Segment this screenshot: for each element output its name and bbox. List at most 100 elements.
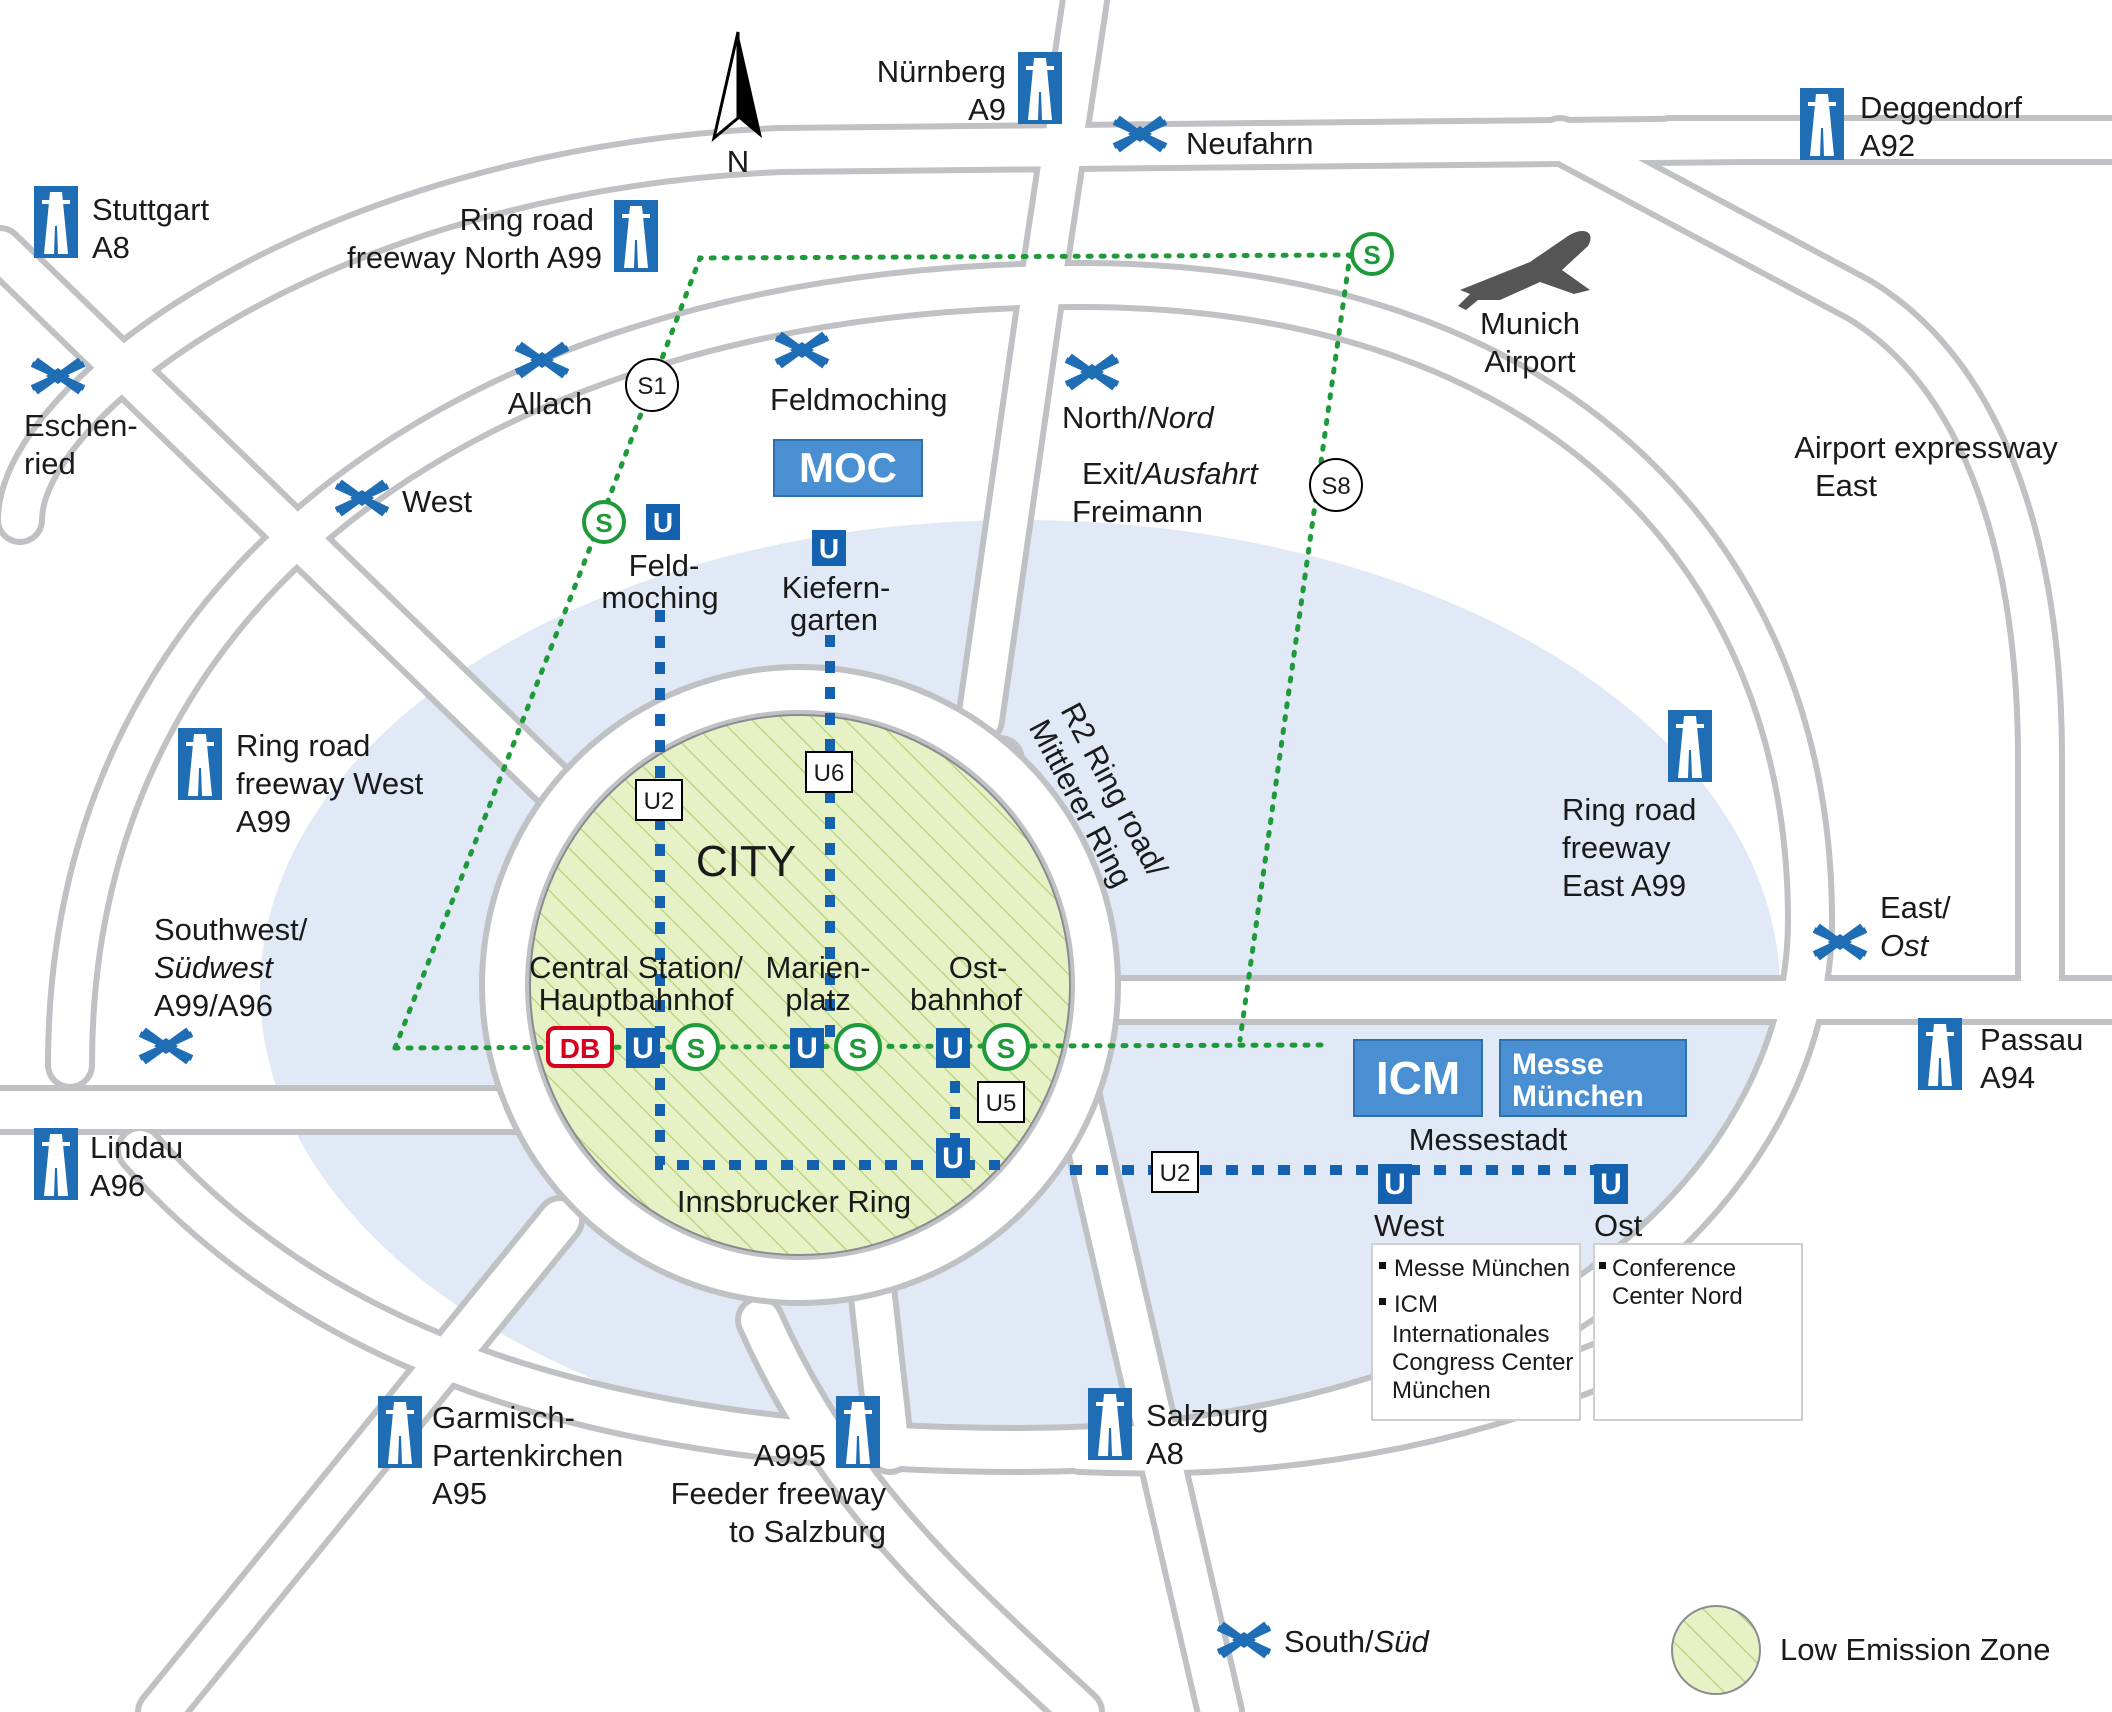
- kieferngarten-label: Kiefern-: [782, 570, 891, 605]
- airplane-icon: [1458, 231, 1591, 310]
- u-central-icon: U: [632, 1032, 654, 1065]
- svg-text:ICM: ICM: [1376, 1052, 1460, 1104]
- north-interchange-label: North/: [1062, 400, 1147, 435]
- southwest-label: Southwest/: [154, 912, 308, 947]
- ring-east-label: Ring road: [1562, 792, 1696, 827]
- north-arrow: N: [711, 31, 762, 179]
- u2-badge-east: U2: [1160, 1160, 1191, 1187]
- passau-label: Passau: [1980, 1022, 2083, 1057]
- motorway-sign-icon: [178, 728, 222, 800]
- deggendorf-label: Deggendorf: [1860, 90, 2022, 125]
- s8-badge: S8: [1321, 473, 1350, 500]
- svg-text:MOC: MOC: [799, 444, 897, 491]
- info-west-line3: Internationales: [1392, 1321, 1549, 1348]
- u-marienplatz-icon: U: [796, 1032, 818, 1065]
- u-ostbahnhof-icon: U: [942, 1032, 964, 1065]
- motorway-sign-icon: [1668, 710, 1712, 782]
- motorway-sign-icon: [1918, 1018, 1962, 1090]
- interchange-icon: [140, 1030, 192, 1062]
- ring-west-label: Ring road: [236, 728, 370, 763]
- messestadt-label: Messestadt: [1409, 1122, 1568, 1157]
- svg-text:North/Nord: North/Nord: [1062, 400, 1215, 435]
- interchange-icon: [1066, 356, 1118, 388]
- lindau-label: Lindau: [90, 1130, 183, 1165]
- s-central-icon: S: [687, 1033, 706, 1064]
- svg-text:Feld-moching: Feld-moching: [601, 548, 718, 615]
- line-badges: S1 S8 U2 U6 U5 U2: [625, 358, 1363, 1193]
- motorway-sign-icon: [614, 200, 658, 272]
- svg-text:East/Ost: East/Ost: [1880, 890, 1951, 963]
- db-icon: DB: [560, 1033, 600, 1064]
- motorway-sign-icon: [836, 1396, 880, 1468]
- ostbahnhof-label: Ost-: [949, 950, 1008, 985]
- s-airport-icon: S: [1363, 240, 1380, 270]
- motorway-sign-icon: [378, 1396, 422, 1468]
- info-ost-line1: Conference: [1612, 1255, 1736, 1282]
- interchanges: Neufahrn Eschen-ried Allach Feldmoching …: [24, 118, 1951, 1659]
- s1-badge: S1: [637, 373, 666, 400]
- u-kieferngarten-icon: U: [819, 533, 839, 564]
- messestadt-ost-label: Ost: [1594, 1208, 1643, 1243]
- moc-box: MOC: [773, 439, 923, 497]
- svg-text:Kiefern-garten: Kiefern-garten: [782, 570, 891, 637]
- feldmoching-interchange-label: Feldmoching: [770, 382, 947, 417]
- info-west-line2: ICM: [1394, 1291, 1438, 1318]
- info-boxes: Messe München ICM Internationales Congre…: [1371, 1243, 1803, 1421]
- stuttgart-label: Stuttgart: [92, 192, 210, 227]
- u6-badge: U6: [814, 760, 845, 787]
- marienplatz-label: Marien-: [765, 950, 870, 985]
- interchange-icon: [32, 360, 84, 392]
- a995-label: A995: [754, 1438, 826, 1473]
- motorway-sign-icon: [1018, 52, 1062, 124]
- s-marienplatz-icon: S: [849, 1033, 868, 1064]
- s-feldmoching-icon: S: [595, 508, 612, 538]
- svg-text:Marien-platz: Marien-platz: [765, 950, 870, 1017]
- motorway-sign-icon: [1088, 1388, 1132, 1460]
- feldmoching-station-label: Feld-: [629, 548, 700, 583]
- stations: S S U Feld-moching U Kiefern-garten Cent…: [529, 232, 1643, 1243]
- info-west-line4: Congress Center: [1392, 1349, 1573, 1376]
- motorway-sign-icon: [34, 186, 78, 258]
- garmisch-label: Garmisch-: [432, 1400, 575, 1435]
- svg-text:South/Süd: South/Süd: [1284, 1624, 1431, 1659]
- airport-expressway-label: Airport expressway: [1794, 430, 2058, 465]
- u-innsbrucker-icon: U: [942, 1142, 964, 1175]
- interchange-icon: [776, 334, 828, 366]
- svg-text:Ost-bahnhof: Ost-bahnhof: [910, 950, 1022, 1017]
- info-ost-line2: Center Nord: [1612, 1283, 1743, 1310]
- svg-text:Eschen-ried: Eschen-ried: [24, 408, 138, 481]
- s-ostbahnhof-icon: S: [997, 1033, 1016, 1064]
- city-label: CITY: [696, 837, 796, 886]
- u-messestadt-west-icon: U: [1384, 1168, 1406, 1201]
- south-interchange-label: South/: [1284, 1624, 1374, 1659]
- neufahrn-label: Neufahrn: [1186, 126, 1314, 161]
- u5-badge: U5: [986, 1090, 1017, 1117]
- svg-text:Central Station/Hauptbahnhof: Central Station/Hauptbahnhof: [529, 950, 743, 1017]
- info-west-line1: Messe München: [1394, 1255, 1570, 1282]
- ring-north-label: Ring road: [460, 202, 594, 237]
- airport-label: Munich: [1480, 306, 1580, 341]
- u-messestadt-ost-icon: U: [1600, 1168, 1622, 1201]
- nuernberg-label: Nürnberg: [877, 54, 1006, 89]
- central-station-label: Central Station/: [529, 950, 743, 985]
- west-interchange-label: West: [402, 484, 472, 519]
- allach-label: Allach: [508, 386, 592, 421]
- north-label: N: [727, 144, 749, 179]
- messestadt-west-label: West: [1374, 1208, 1444, 1243]
